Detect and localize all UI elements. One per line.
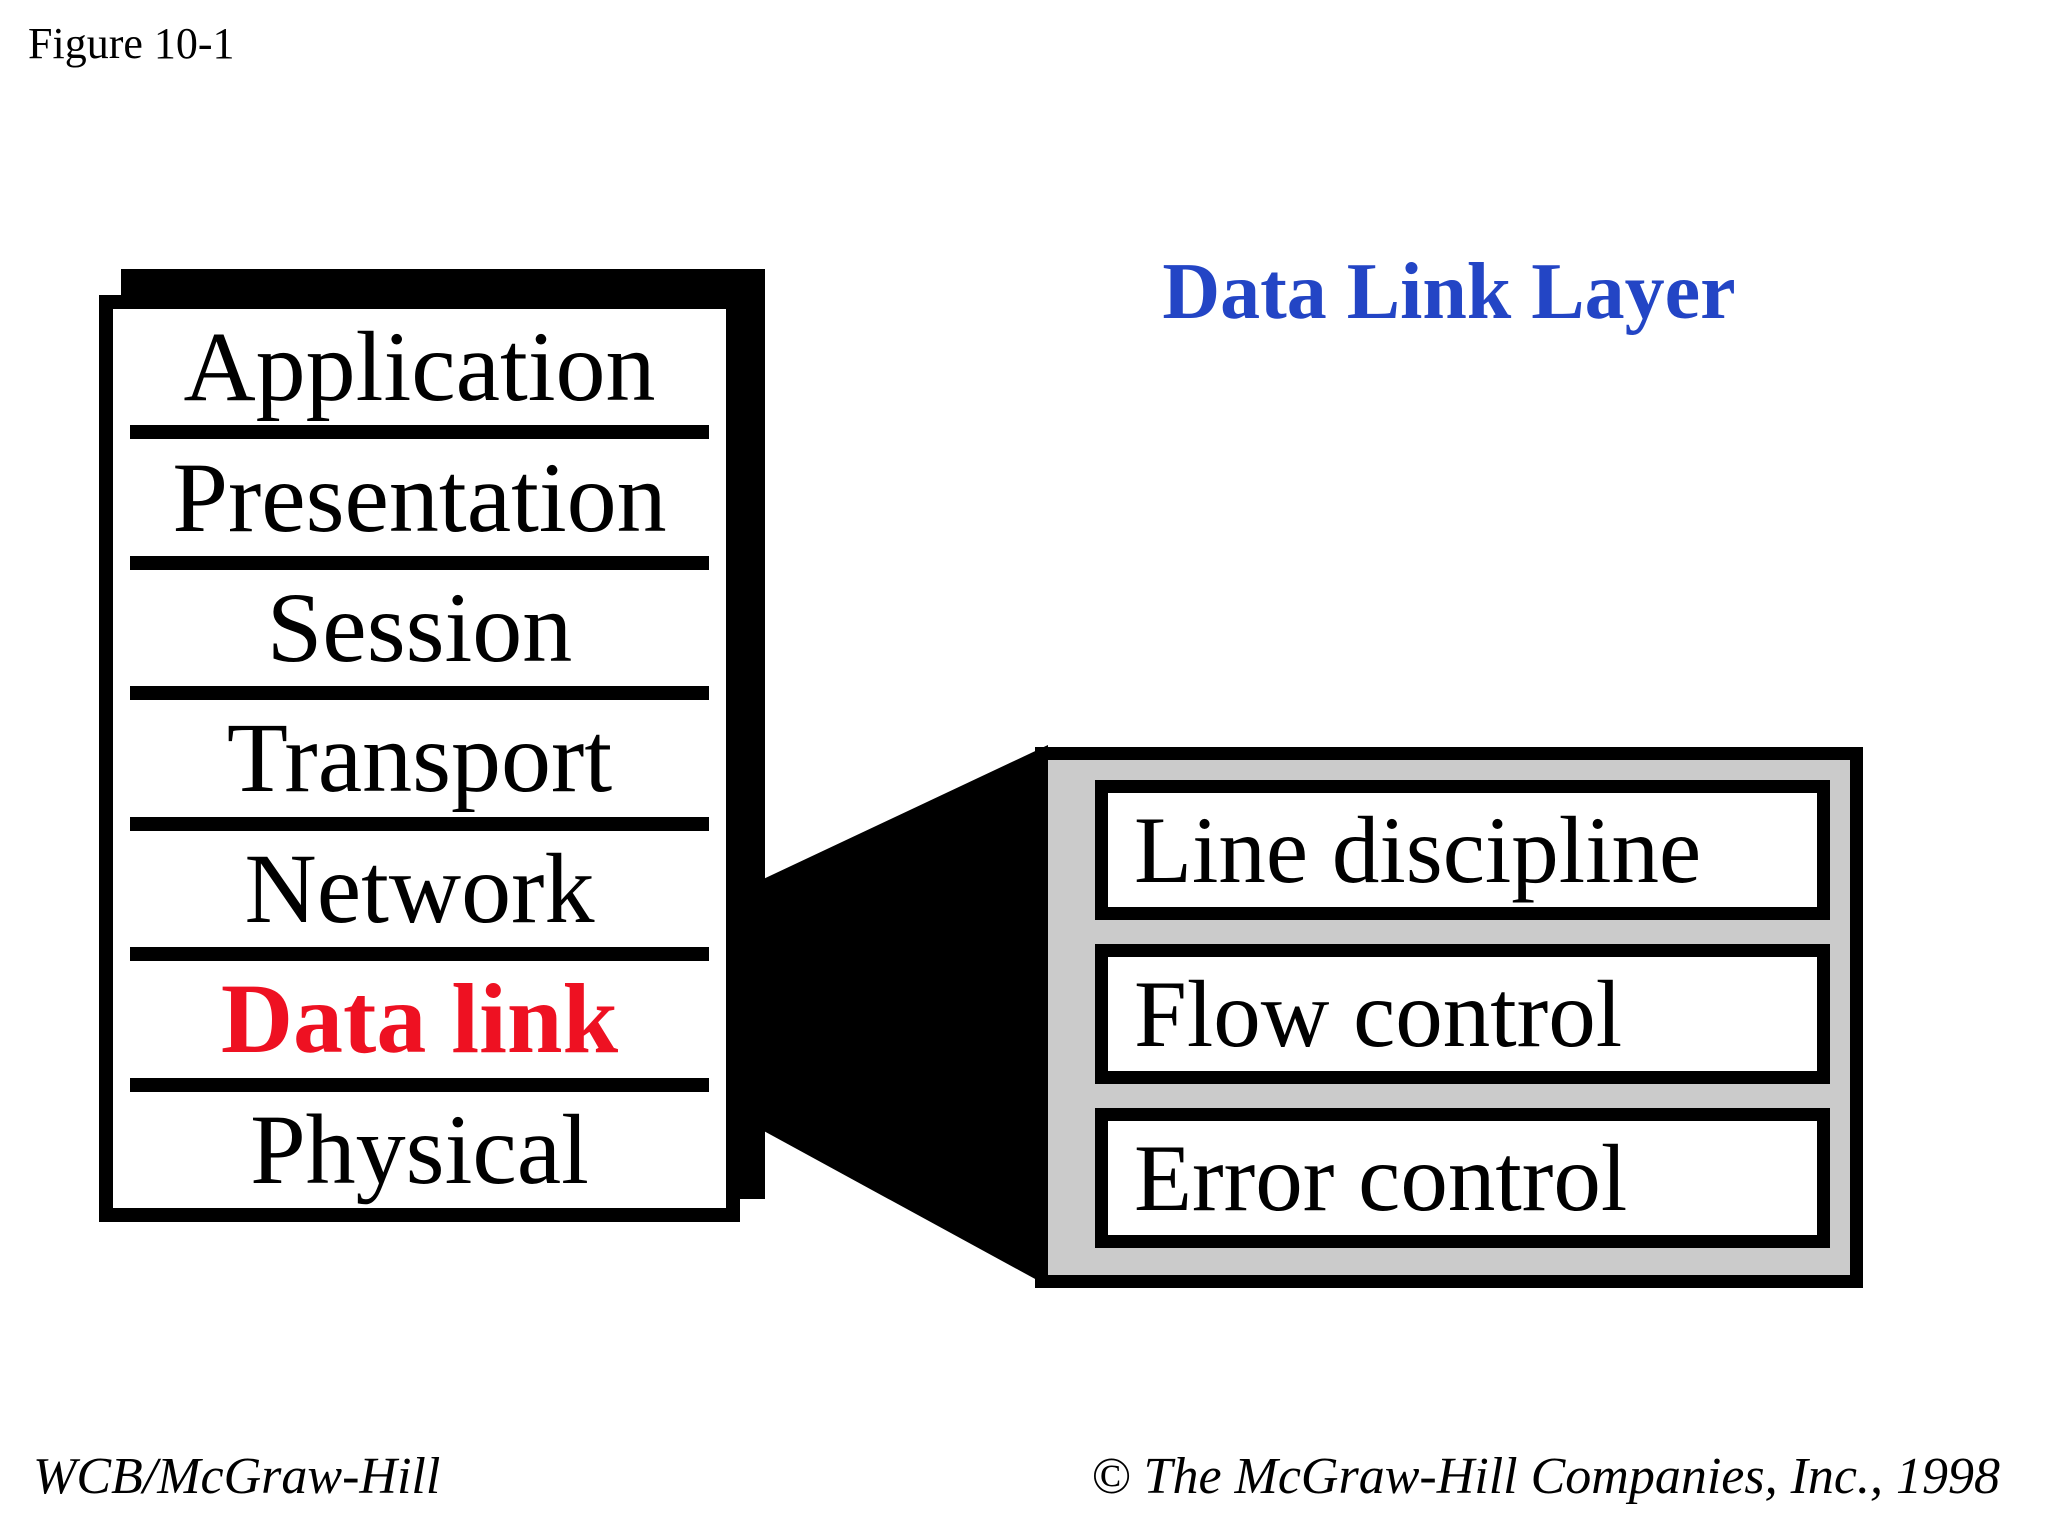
layer-separator [130,1077,709,1092]
detail-panel: Line discipline Flow control Error contr… [1035,747,1863,1288]
footer-publisher: WCB/McGraw-Hill [33,1448,441,1505]
footer-copyright: © The McGraw-Hill Companies, Inc., 1998 [1091,1448,2000,1505]
osi-layer-transport: Transport [226,702,613,814]
detail-item-line-discipline: Line discipline [1095,780,1830,920]
osi-layer-application: Application [183,311,656,423]
detail-item-flow-control: Flow control [1095,944,1830,1084]
osi-layer-data-link: Data link [220,963,619,1075]
figure-label: Figure 10-1 [28,19,235,68]
osi-layer-session: Session [266,572,573,684]
layer-separator [130,555,709,570]
layer-separator [130,947,709,962]
diagram-title: Data Link Layer [1162,248,1736,336]
osi-layer-network: Network [244,832,595,944]
osi-layer-physical: Physical [250,1093,589,1205]
osi-stack: Application Presentation Session Transpo… [99,295,740,1222]
detail-item-error-control: Error control [1095,1108,1830,1248]
osi-layer-presentation: Presentation [172,441,667,553]
layer-separator [130,816,709,831]
layer-separator [130,425,709,440]
layer-separator [130,686,709,701]
